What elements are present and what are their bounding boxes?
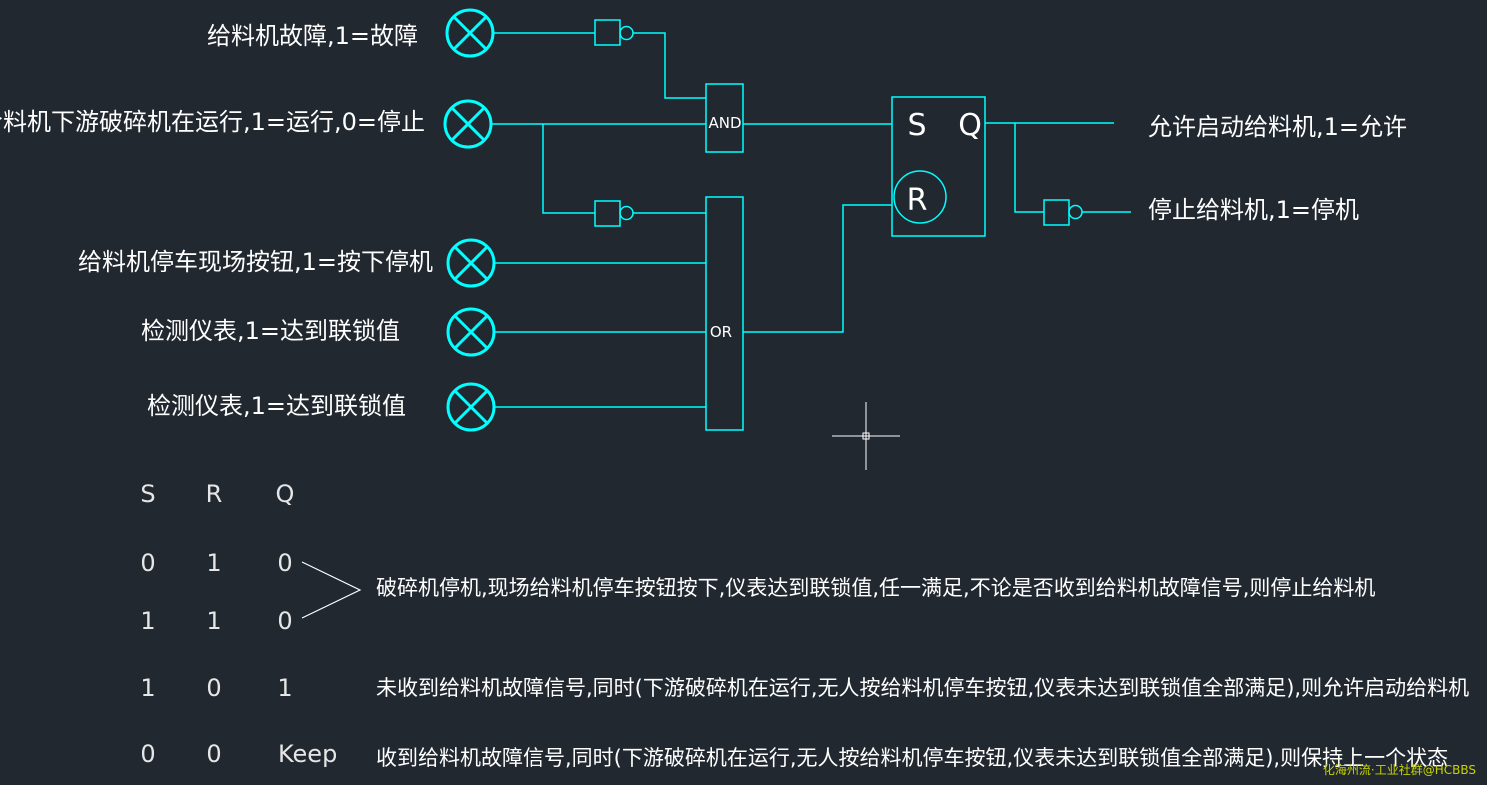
truth-cell: 0 <box>140 549 155 577</box>
output-label-allow-start: 允许启动给料机,1=允许 <box>1148 113 1407 141</box>
truth-cell: Keep <box>278 740 337 768</box>
note-allow-condition: 未收到给料机故障信号,同时(下游破碎机在运行,无人按给料机停车按钮,仪表未达到联… <box>376 676 1469 700</box>
truth-cell: 0 <box>140 740 155 768</box>
input-label-instrument-2: 检测仪表,1=达到联锁值 <box>147 392 406 420</box>
truth-cell: 0 <box>277 607 292 635</box>
sr-q-label: Q <box>958 108 982 143</box>
input-label-crusher-running: 给料机下游破碎机在运行,1=运行,0=停止 <box>0 108 425 136</box>
lamp-icon <box>446 382 496 432</box>
truth-cell: 1 <box>140 674 155 702</box>
watermark: 化海州流·工业社群@HCBBS <box>1323 762 1476 777</box>
and-gate-label: AND <box>708 114 741 132</box>
note-stop-condition: 破碎机停机,现场给料机停车按钮按下,仪表达到联锁值,任一满足,不论是否收到给料机… <box>376 576 1375 600</box>
lamp-icon <box>446 238 496 288</box>
truth-header-q: Q <box>276 480 295 508</box>
wires <box>492 32 1131 408</box>
lamp-icon <box>445 8 495 58</box>
bracket-icon <box>301 561 362 619</box>
crosshair-cursor-icon <box>832 402 900 470</box>
not-gate-crusher <box>594 200 634 227</box>
lamp-icon <box>446 307 496 357</box>
truth-cell: 0 <box>206 740 221 768</box>
sr-r-circle <box>893 170 947 224</box>
truth-cell: 1 <box>140 607 155 635</box>
truth-cell: 1 <box>206 607 221 635</box>
and-gate <box>705 83 744 153</box>
truth-header-s: S <box>140 480 155 508</box>
or-gate <box>705 196 744 431</box>
sr-r-label: R <box>907 183 928 218</box>
truth-cell: 0 <box>277 549 292 577</box>
truth-header-r: R <box>206 480 223 508</box>
truth-cell: 1 <box>206 549 221 577</box>
truth-cell: 1 <box>277 674 292 702</box>
truth-table: S R Q 0 1 0 1 1 0 1 0 1 0 0 Keep <box>140 480 337 768</box>
input-label-instrument-1: 检测仪表,1=达到联锁值 <box>141 317 400 345</box>
not-gate-output <box>1043 199 1083 226</box>
input-label-feeder-fault: 给料机故障,1=故障 <box>207 22 418 50</box>
not-gate-fault <box>594 19 634 46</box>
truth-cell: 0 <box>206 674 221 702</box>
output-label-stop-feeder: 停止给料机,1=停机 <box>1148 196 1359 224</box>
lamp-icon <box>443 99 493 149</box>
or-gate-label: OR <box>710 323 732 341</box>
note-keep-condition: 收到给料机故障信号,同时(下游破碎机在运行,无人按给料机停车按钮,仪表未达到联锁… <box>376 746 1448 770</box>
sr-flipflop <box>891 96 986 237</box>
input-label-stop-button: 给料机停车现场按钮,1=按下停机 <box>78 248 433 276</box>
sr-s-label: S <box>907 108 926 143</box>
